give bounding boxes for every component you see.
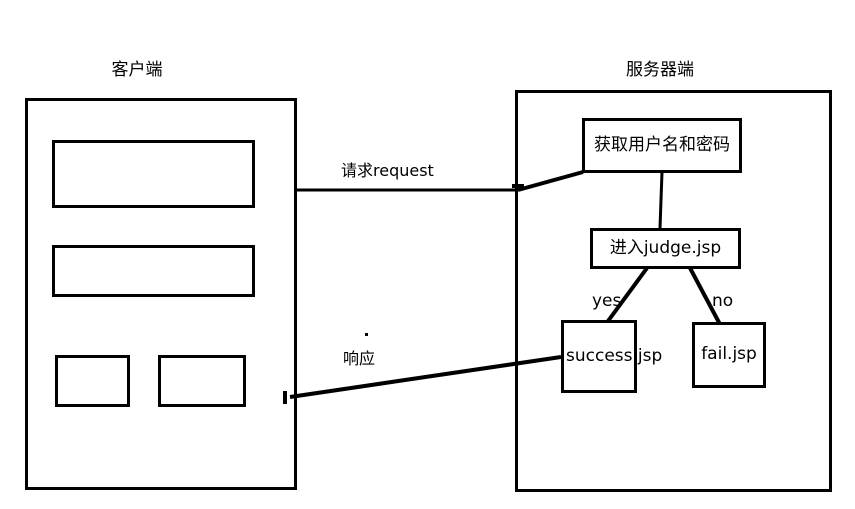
server-panel-title: 服务器端 bbox=[626, 60, 694, 80]
client-panel-title: 客户端 bbox=[111, 60, 163, 80]
node-enter-judge-label: 进入judge.jsp bbox=[609, 237, 722, 258]
no-branch-line bbox=[688, 267, 725, 331]
node-fail-page-label: fail.jsp bbox=[701, 344, 757, 365]
server-panel bbox=[515, 90, 832, 492]
submit-button[interactable] bbox=[55, 355, 130, 407]
node-get-credentials[interactable]: 获取用户名和密码 bbox=[582, 118, 742, 173]
node-fail-page[interactable]: fail.jsp bbox=[692, 322, 766, 388]
request-label: 请求request bbox=[341, 161, 434, 180]
username-field[interactable] bbox=[52, 140, 255, 208]
response-label: 响应 bbox=[343, 349, 376, 368]
stray-mark bbox=[365, 333, 368, 336]
branch-no-label: no bbox=[712, 291, 734, 311]
node-get-credentials-label: 获取用户名和密码 bbox=[594, 134, 730, 155]
request-line-diagonal bbox=[517, 170, 584, 192]
password-field[interactable] bbox=[52, 245, 255, 297]
client-panel bbox=[25, 98, 297, 490]
reset-button[interactable] bbox=[158, 355, 246, 407]
node-enter-judge[interactable]: 进入judge.jsp bbox=[590, 228, 741, 269]
node-success-page[interactable]: success.jsp bbox=[561, 320, 662, 393]
branch-yes-label: yes bbox=[592, 291, 622, 311]
credentials-to-judge-line bbox=[658, 171, 664, 229]
node-success-page-label: success.jsp bbox=[566, 345, 663, 366]
